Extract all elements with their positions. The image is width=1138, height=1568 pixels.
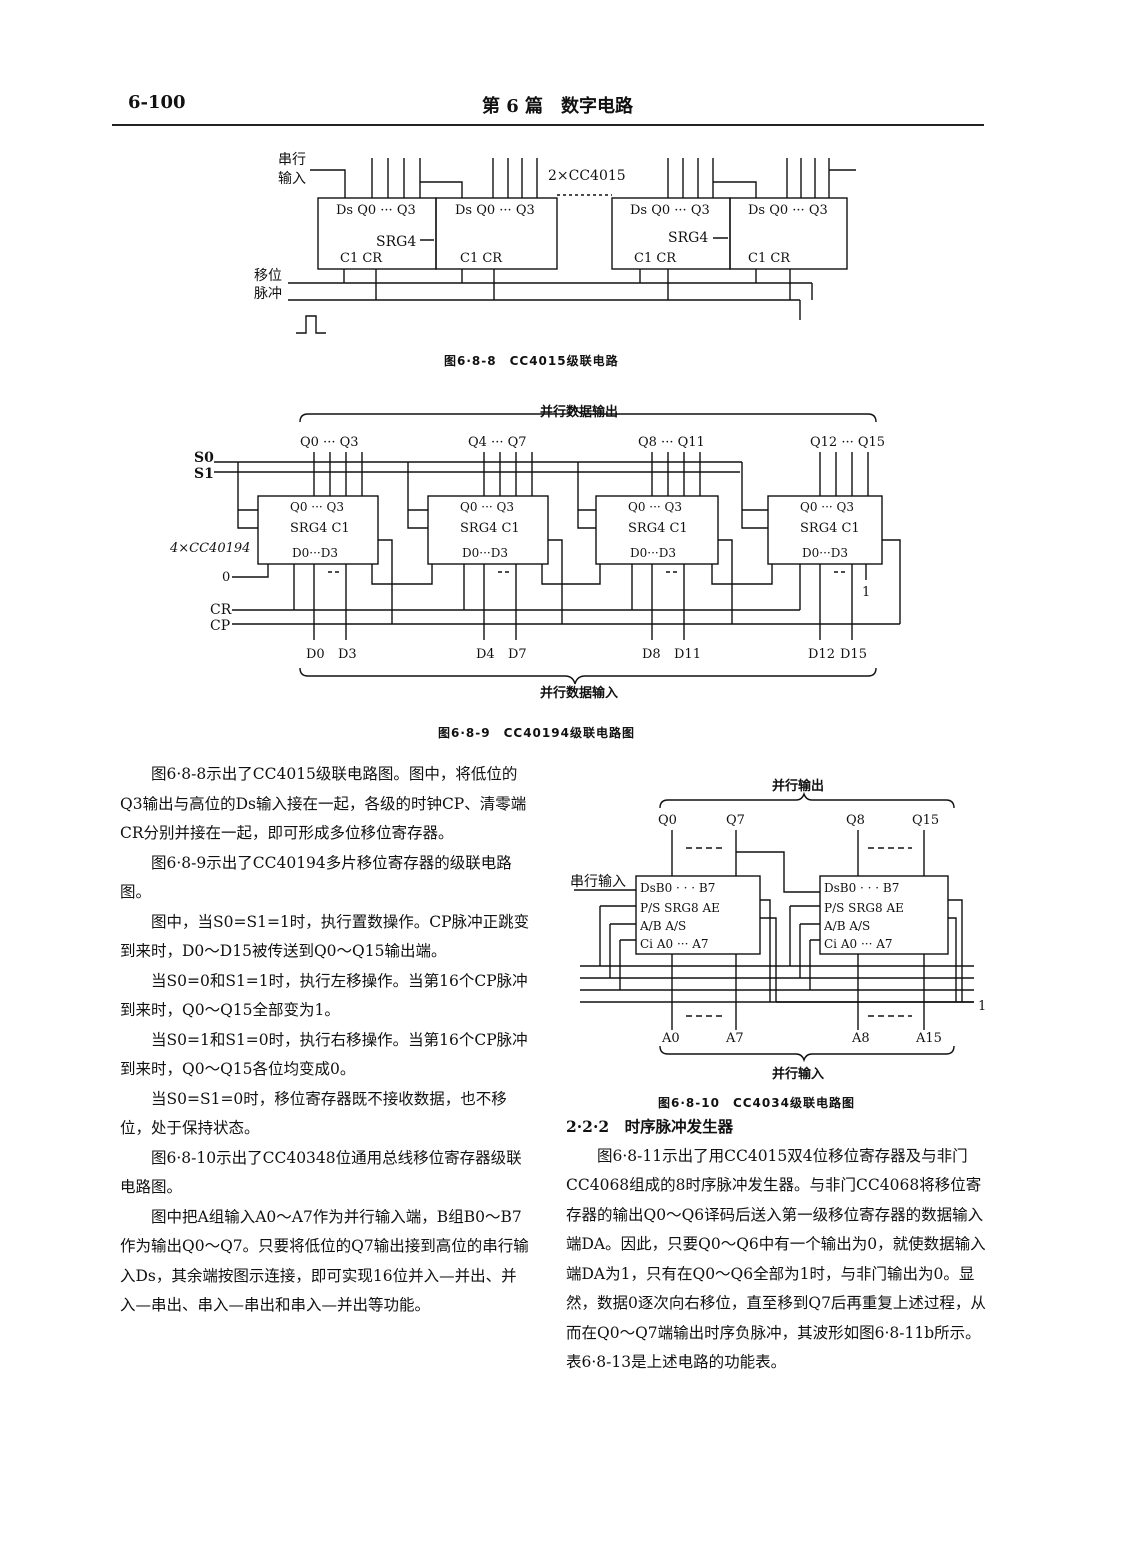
svg-text:A/B A/S: A/B A/S	[639, 919, 686, 933]
left-paragraph: 图6·8-10示出了CC40348位通用总线移位寄存器级联电路图。	[120, 1148, 522, 1197]
fig9-chip-label: 4×CC40194	[169, 541, 250, 556]
left-paragraph: 图中，当S0=S1=1时，执行置数操作。CP脉冲正跳变到来时，D0～D15被传送…	[120, 912, 530, 961]
left-column: 图6·8-8示出了CC4015级联电路图。图中，将低位的Q3输出与高位的Ds输入…	[120, 760, 530, 1321]
fig9-out-3: Q12 ··· Q15	[810, 435, 885, 450]
svg-text:D0···D3: D0···D3	[292, 546, 338, 560]
svg-text:P/S SRG8 AE: P/S SRG8 AE	[640, 901, 720, 915]
chapter-title: 第 6 篇 数字电路	[482, 96, 634, 117]
fig9-in-4: D8	[642, 647, 661, 662]
fig10-bottom-label: 并行输入	[772, 1066, 824, 1082]
fig9-s1: S1	[194, 466, 214, 482]
svg-text:Ds Q0 ··· Q3: Ds Q0 ··· Q3	[630, 203, 710, 218]
fig9-cp: CP	[210, 618, 230, 634]
section-heading: 2·2·2 时序脉冲发生器	[566, 1117, 734, 1136]
svg-text:C1 CR: C1 CR	[634, 251, 677, 266]
svg-text:C1 CR: C1 CR	[748, 251, 791, 266]
fig9-zero: 0	[222, 570, 230, 585]
fig10-in-1: A7	[725, 1031, 744, 1046]
fig9-in-0: D0	[306, 647, 325, 662]
svg-text:DsB0 · · · B7: DsB0 · · · B7	[640, 881, 715, 895]
svg-text:DsB0 · · · B7: DsB0 · · · B7	[824, 881, 899, 895]
fig9-in-2: D4	[476, 647, 495, 662]
fig9-caption: 图6·8-9 CC40194级联电路图	[438, 726, 635, 740]
fig10-in-0: A0	[661, 1031, 680, 1046]
svg-text:Q0 ··· Q3: Q0 ··· Q3	[290, 500, 344, 514]
fig9-in-5: D11	[674, 647, 701, 662]
fig9-out-0: Q0 ··· Q3	[300, 435, 359, 450]
fig9-one: 1	[862, 585, 870, 600]
fig10-out-2: Q8	[846, 813, 865, 828]
fig9-in-1: D3	[338, 647, 357, 662]
header-rule	[112, 124, 984, 126]
fig9-bottom-label: 并行数据输入	[540, 685, 618, 701]
svg-text:Ds Q0 ··· Q3: Ds Q0 ··· Q3	[336, 203, 416, 218]
fig8-srg4-label: SRG4	[376, 234, 416, 250]
fig10-top-label: 并行输出	[772, 778, 824, 794]
fig9-s0: S0	[194, 450, 214, 466]
fig9-in-3: D7	[508, 647, 527, 662]
svg-text:P/S SRG8 AE: P/S SRG8 AE	[824, 901, 904, 915]
svg-text:SRG4: SRG4	[668, 230, 708, 246]
fig10-caption: 图6·8-10 CC4034级联电路图	[658, 1096, 855, 1110]
svg-text:C1 CR: C1 CR	[340, 251, 383, 266]
fig8-shift-pulse-1: 移位	[254, 268, 282, 284]
fig9-in-6: D12	[808, 647, 835, 662]
svg-text:D0···D3: D0···D3	[802, 546, 848, 560]
left-paragraph: 图6·8-8示出了CC4015级联电路图。图中，将低位的Q3输出与高位的Ds输入…	[120, 765, 527, 842]
svg-text:Ci A0 ··· A7: Ci A0 ··· A7	[640, 937, 709, 951]
svg-text:Q0 ··· Q3: Q0 ··· Q3	[800, 500, 854, 514]
svg-text:SRG4 C1: SRG4 C1	[800, 521, 860, 536]
fig8-serial-in-2: 输入	[278, 171, 306, 187]
fig8-serial-in-1: 串行	[278, 152, 306, 168]
fig9-top-label: 并行数据输出	[540, 404, 618, 420]
fig10-out-3: Q15	[912, 813, 939, 828]
left-paragraph: 图中把A组输入A0～A7作为并行输入端，B组B0～B7作为输出Q0～Q7。只要将…	[120, 1207, 529, 1315]
fig8-diagram: 串行 输入 2×CC4015 Ds Q0 ··· Q3 Ds Q0 ··· Q3…	[254, 152, 856, 334]
fig8-chip-label: 2×CC4015	[548, 168, 626, 184]
page-number: 6-100	[128, 92, 186, 113]
left-paragraph: 当S0=0和S1=1时，执行左移操作。当第16个CP脉冲到来时，Q0～Q15全部…	[120, 971, 528, 1020]
fig8-shift-pulse-2: 脉冲	[254, 286, 282, 302]
left-paragraph: 图6·8-9示出了CC40194多片移位寄存器的级联电路图。	[120, 853, 512, 902]
fig8-caption: 图6·8-8 CC4015级联电路	[444, 354, 619, 368]
fig9-cr: CR	[210, 602, 232, 618]
svg-text:Ci A0 ··· A7: Ci A0 ··· A7	[824, 937, 893, 951]
fig9-in-7: D15	[840, 647, 867, 662]
svg-text:D0···D3: D0···D3	[630, 546, 676, 560]
svg-text:SRG4 C1: SRG4 C1	[628, 521, 688, 536]
svg-text:SRG4 C1: SRG4 C1	[460, 521, 520, 536]
left-paragraph: 当S0=1和S1=0时，执行右移操作。当第16个CP脉冲到来时，Q0～Q15各位…	[120, 1030, 528, 1079]
left-paragraph: 当S0=S1=0时，移位寄存器既不接收数据，也不移位，处于保持状态。	[120, 1089, 507, 1138]
svg-text:SRG4 C1: SRG4 C1	[290, 521, 350, 536]
right-paragraph: 图6·8-11示出了用CC4015双4位移位寄存器及与非门CC4068组成的8时…	[566, 1146, 986, 1372]
svg-text:Q0 ··· Q3: Q0 ··· Q3	[628, 500, 682, 514]
svg-text:C1 CR: C1 CR	[460, 251, 503, 266]
svg-text:D0···D3: D0···D3	[462, 546, 508, 560]
fig10-serial-in: 串行输入	[570, 874, 626, 890]
svg-text:Ds Q0 ··· Q3: Ds Q0 ··· Q3	[455, 203, 535, 218]
fig10-in-2: A8	[851, 1031, 870, 1046]
svg-text:Ds Q0 ··· Q3: Ds Q0 ··· Q3	[748, 203, 828, 218]
svg-text:A/B A/S: A/B A/S	[823, 919, 870, 933]
fig10-one: 1	[978, 999, 986, 1014]
right-column: 2·2·2 时序脉冲发生器 图6·8-11示出了用CC4015双4位移位寄存器及…	[566, 1112, 986, 1378]
fig10-out-1: Q7	[726, 813, 745, 828]
fig10-out-0: Q0	[658, 813, 677, 828]
fig10-in-3: A15	[915, 1031, 942, 1046]
fig9-out-2: Q8 ··· Q11	[638, 435, 705, 450]
svg-text:Q0 ··· Q3: Q0 ··· Q3	[460, 500, 514, 514]
fig9-out-1: Q4 ··· Q7	[468, 435, 527, 450]
fig9-diagram: 并行数据输出 Q0 ··· Q3 Q4 ··· Q7 Q8 ··· Q11 Q1…	[169, 404, 901, 701]
fig10-diagram: 并行输出 Q0 Q7 Q8 Q15 串行输入 DsB0 · · · B7 DsB…	[570, 778, 986, 1082]
